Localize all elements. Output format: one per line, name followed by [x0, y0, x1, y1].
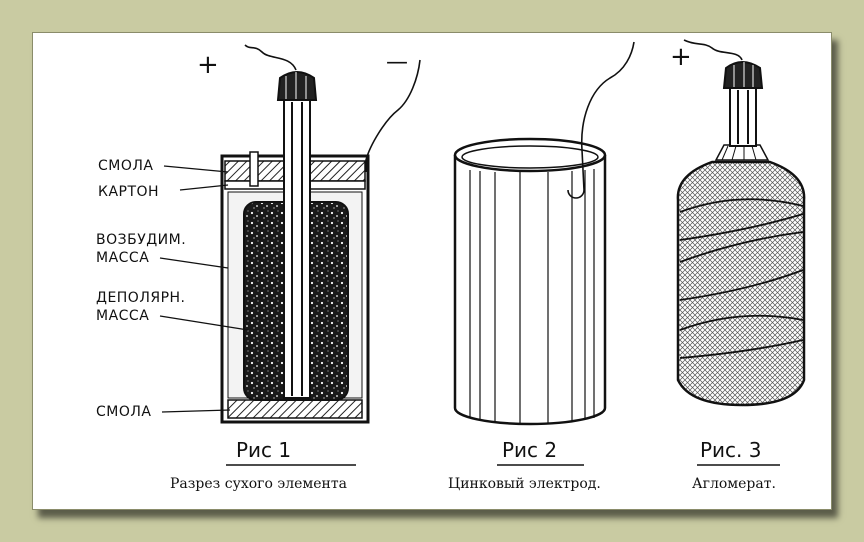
figure2-number: Рис 2 [502, 438, 558, 462]
figure1-number: Рис 1 [236, 438, 292, 462]
label-depolarizing-mass-line2: МАССА [96, 308, 150, 324]
label-exciting-mass-line1: ВОЗБУДИМ. [96, 232, 187, 248]
figure2-caption: Цинковый электрод. [448, 476, 601, 492]
figure3-caption: Агломерат. [692, 476, 776, 492]
figure1-plus-sign: + [197, 50, 219, 80]
label-resin-top: СМОЛА [98, 158, 154, 174]
figure3-plus-sign: + [670, 42, 692, 72]
label-resin-bottom: СМОЛА [96, 404, 152, 420]
figure3-number: Рис. 3 [700, 438, 762, 462]
figure1-minus-sign: — [386, 50, 408, 75]
label-depolarizing-mass-line1: ДЕПОЛЯРН. [96, 290, 186, 306]
figure1-cell-section [159, 44, 421, 466]
figure1-caption: Разрез сухого элемента [170, 476, 347, 492]
label-cardboard: КАРТОН [98, 184, 160, 200]
figure2-zinc-electrode [453, 41, 635, 466]
label-exciting-mass-line2: МАССА [96, 250, 150, 266]
figure3-agglomerate [676, 39, 806, 466]
